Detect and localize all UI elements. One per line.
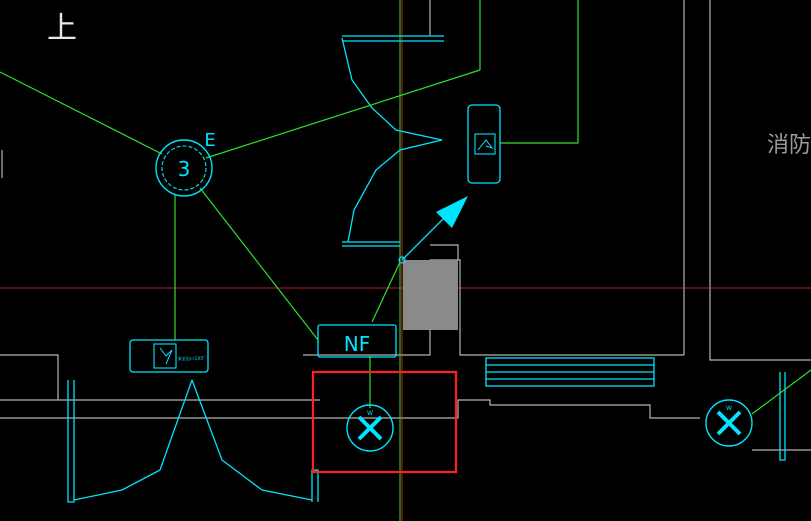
fixture-letter-right: W: [726, 405, 732, 412]
wire-nf-up: [371, 261, 401, 323]
door-right-leaf: [311, 469, 319, 502]
wire-to-top-right: [205, 69, 481, 159]
nf-tag-label: NF: [344, 332, 370, 356]
wall-corridor-top: [430, 244, 459, 260]
wire-to-top-left: [0, 71, 163, 155]
light-fixture-right[interactable]: W: [705, 399, 753, 447]
selection-box[interactable]: [311, 370, 458, 474]
structural-column[interactable]: [403, 260, 458, 330]
circuit-number: 3: [178, 157, 191, 181]
exit-arrow-mark: [477, 139, 494, 151]
wall-corridor-left: [0, 354, 59, 400]
light-fixture-selected[interactable]: W: [346, 404, 394, 452]
exit-sign-vertical[interactable]: [467, 104, 501, 184]
wire-right-fixture: [751, 369, 811, 415]
direction-arrow[interactable]: [398, 196, 468, 264]
exit-sign-horizontal[interactable]: 安全出口 EXIT: [129, 339, 209, 373]
wire-to-nf: [199, 187, 319, 341]
exit-man-mark: [159, 347, 173, 365]
exit-running-man-icon: [474, 133, 496, 155]
circuit-letter: E: [204, 130, 215, 151]
fire-label: 消防: [767, 133, 811, 158]
arrow-head-icon: [436, 196, 468, 228]
nf-tag[interactable]: NF: [317, 324, 397, 358]
wire-sign-to-right: [500, 0, 579, 144]
door-left-swing: [73, 379, 193, 501]
fixture-letter: W: [367, 410, 373, 417]
door-right-swing: [191, 379, 313, 501]
arrow-origin-node: [398, 256, 406, 264]
wall-right-room-2: [709, 0, 811, 361]
circuit-bubble[interactable]: 3 E: [155, 130, 216, 197]
walls: [0, 0, 811, 451]
wall-step-line-2: [0, 399, 700, 419]
door-swing-top: [341, 37, 443, 243]
stair-up-label: 上: [47, 11, 77, 46]
exit-door-icon: [153, 343, 177, 369]
cyan-geometry: [67, 35, 786, 503]
exit-sign-text: 安全出口 EXIT: [178, 355, 205, 361]
door-far-right: [779, 372, 786, 461]
door-left-leaf: [67, 380, 75, 503]
